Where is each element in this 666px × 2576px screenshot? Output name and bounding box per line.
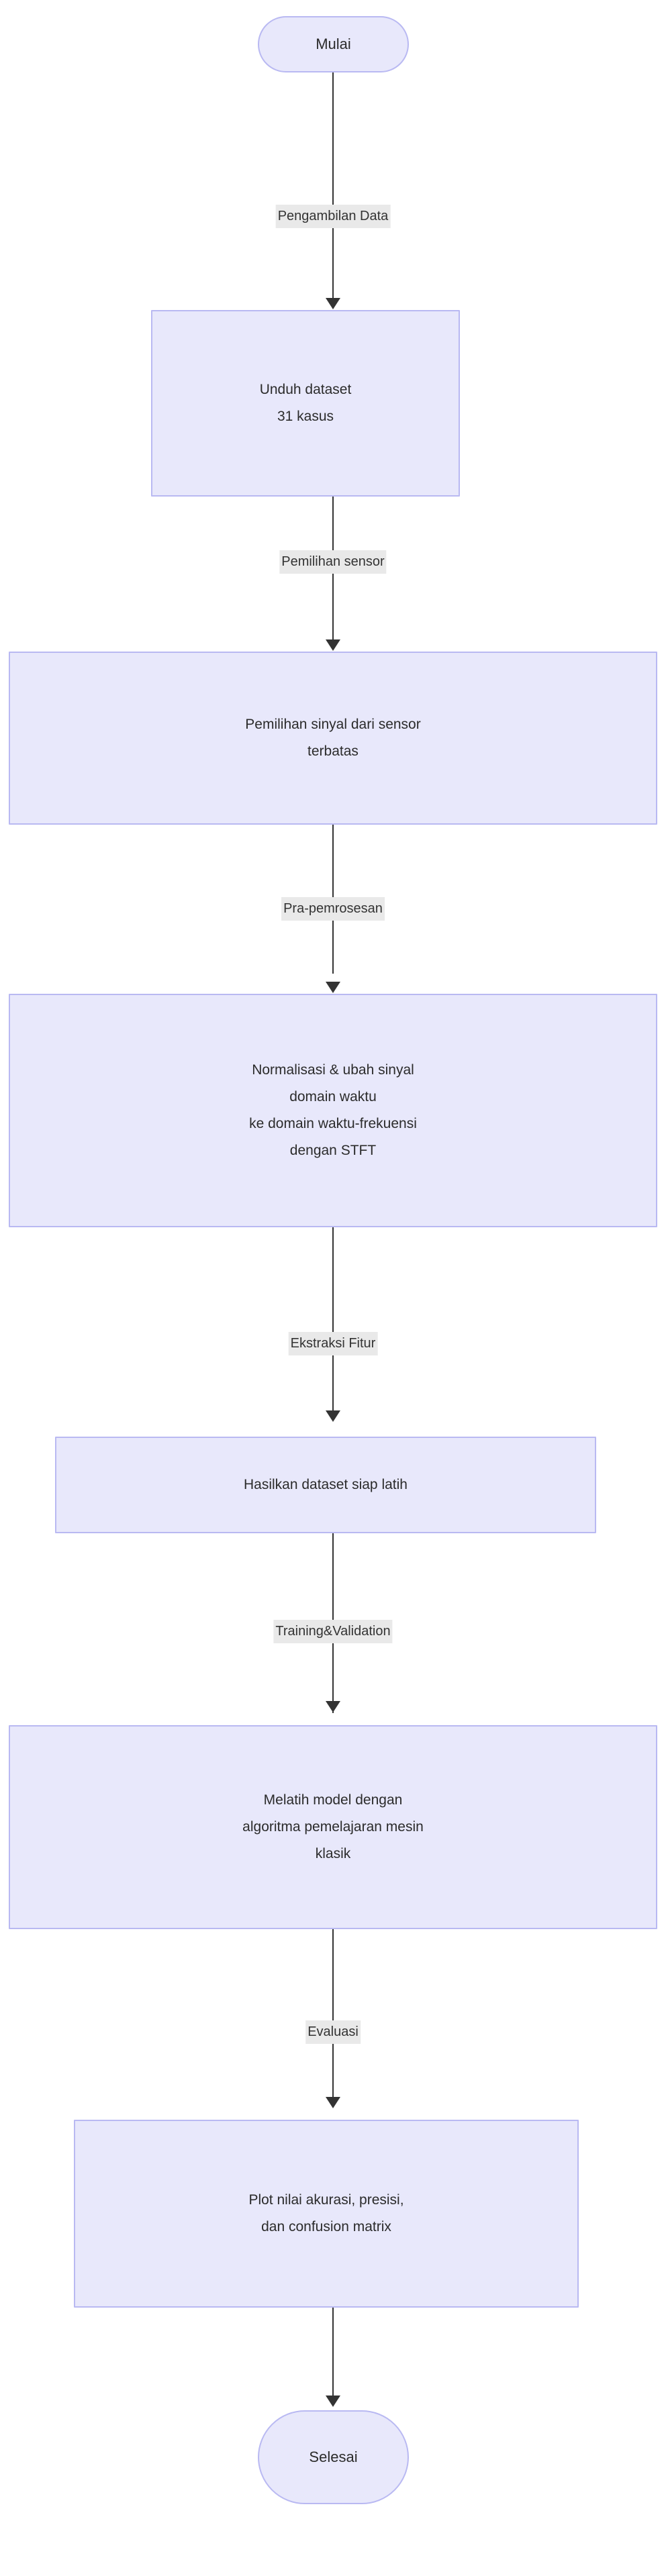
edge-label-ekstraksi-fitur: Ekstraksi Fitur — [288, 1332, 378, 1355]
edge-dataset-train-arrowhead — [326, 1701, 340, 1712]
node-select-signal-label: Pemilihan sinyal dari sensor terbatas — [245, 717, 421, 759]
node-end[interactable]: Selesai — [258, 2410, 409, 2504]
edge-start-download-line — [332, 72, 334, 301]
edge-preprocess-dataset-line — [332, 1227, 334, 1415]
node-start-label: Mulai — [316, 35, 351, 52]
edge-train-plot-line — [332, 1929, 334, 2106]
edge-plot-end-arrowhead — [326, 2395, 340, 2407]
edge-select-preprocess-arrowhead — [326, 982, 340, 993]
node-train-model-label: Melatih model dengan algoritma pemelajar… — [242, 1792, 424, 1861]
edge-train-plot-arrowhead — [326, 2097, 340, 2108]
node-plot-metrics[interactable]: Plot nilai akurasi, presisi, dan confusi… — [74, 2120, 579, 2308]
node-end-label: Selesai — [309, 2448, 358, 2465]
edge-label-training-validation: Training&Validation — [273, 1620, 393, 1643]
edge-label-evaluasi: Evaluasi — [305, 2020, 361, 2044]
edge-preprocess-dataset-arrowhead — [326, 1410, 340, 1422]
edge-download-select-arrowhead — [326, 639, 340, 651]
edge-start-download-arrowhead — [326, 298, 340, 309]
node-start[interactable]: Mulai — [258, 16, 409, 72]
node-select-signal[interactable]: Pemilihan sinyal dari sensor terbatas — [9, 652, 657, 825]
node-ready-dataset[interactable]: Hasilkan dataset siap latih — [55, 1437, 596, 1533]
node-download-dataset[interactable]: Unduh dataset 31 kasus — [151, 310, 460, 497]
node-preprocess-stft[interactable]: Normalisasi & ubah sinyal domain waktu k… — [9, 994, 657, 1227]
node-train-model[interactable]: Melatih model dengan algoritma pemelajar… — [9, 1725, 657, 1929]
node-plot-metrics-label: Plot nilai akurasi, presisi, dan confusi… — [248, 2192, 404, 2234]
edge-label-pra-pemrosesan: Pra-pemrosesan — [281, 897, 385, 921]
edge-label-pemilihan-sensor: Pemilihan sensor — [279, 550, 387, 574]
node-ready-dataset-label: Hasilkan dataset siap latih — [244, 1477, 408, 1493]
node-preprocess-stft-label: Normalisasi & ubah sinyal domain waktu k… — [249, 1062, 417, 1158]
node-download-dataset-label: Unduh dataset 31 kasus — [259, 382, 352, 424]
edge-plot-end-line — [332, 2308, 334, 2400]
edge-label-pengambilan-data: Pengambilan Data — [275, 205, 391, 228]
